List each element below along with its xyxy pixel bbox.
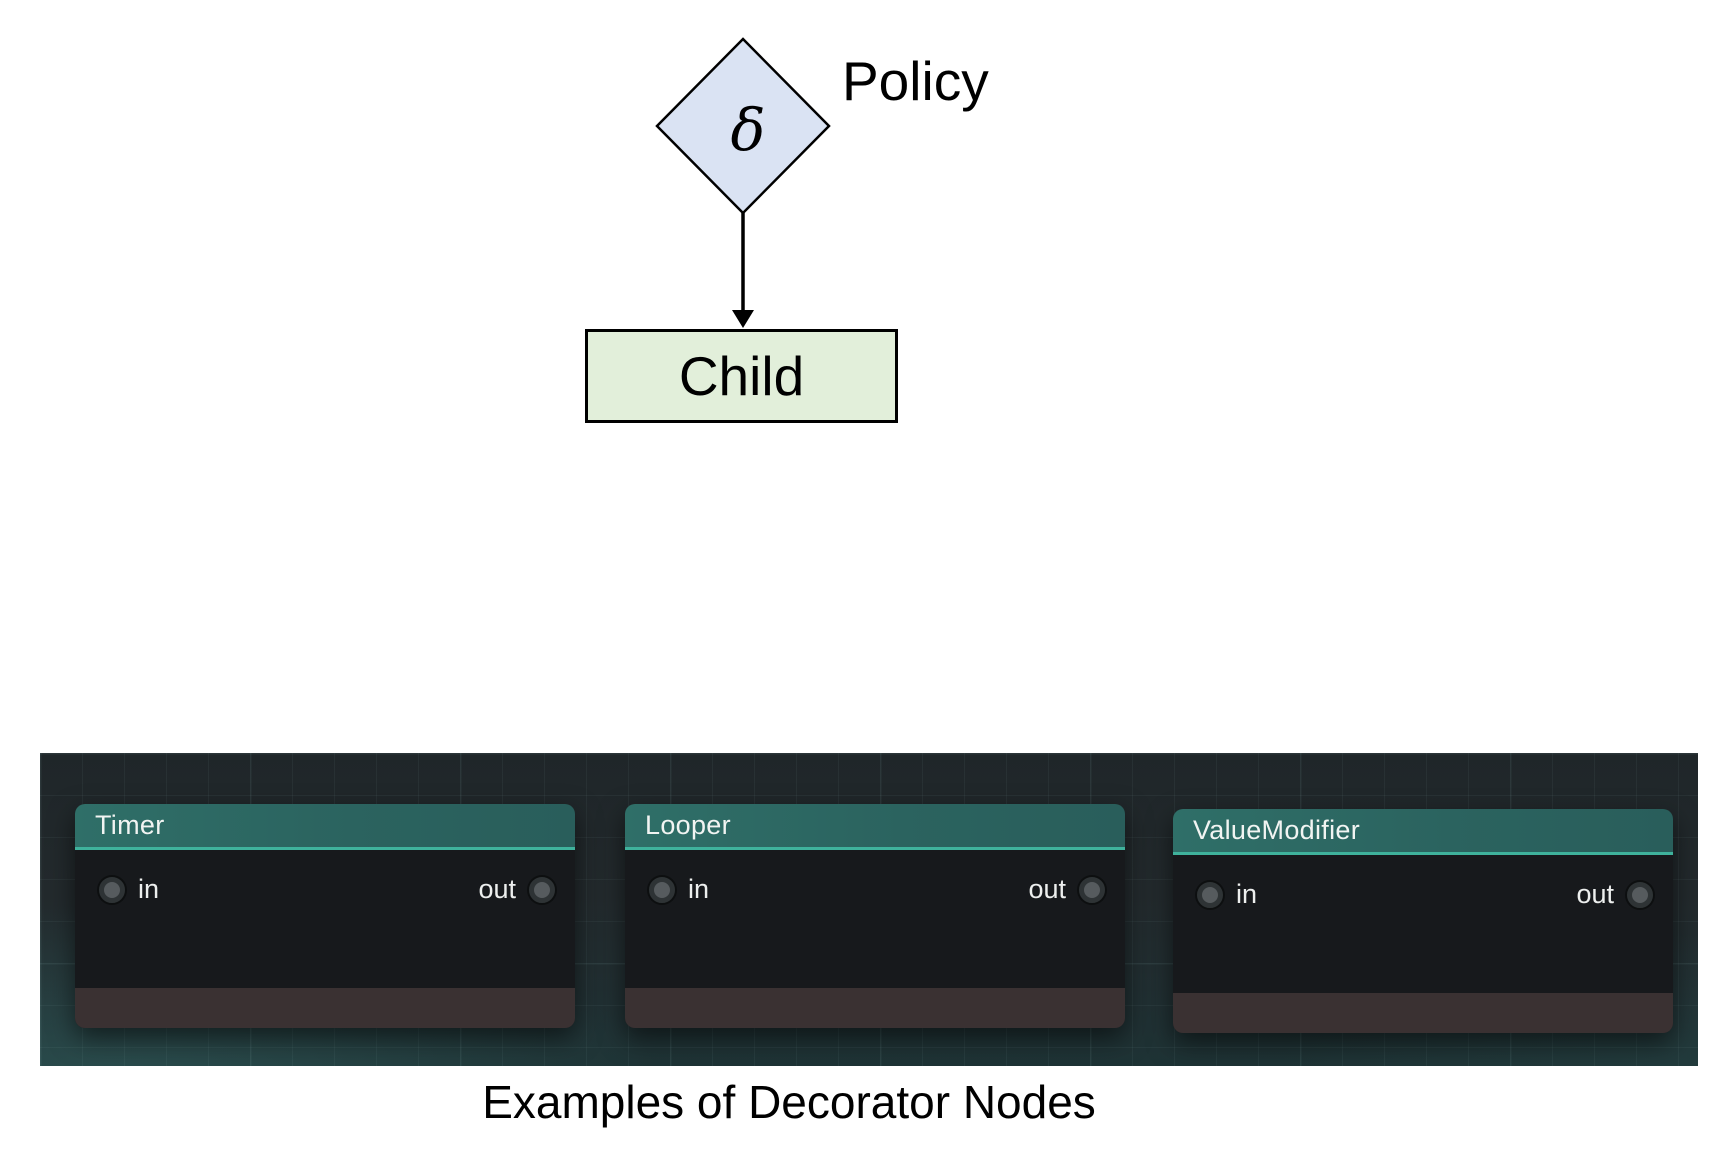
port-in-dot-icon[interactable] <box>1197 881 1223 908</box>
node-timer-body: in out <box>75 850 575 988</box>
port-in[interactable]: in <box>649 876 709 903</box>
port-out-dot-icon[interactable] <box>1079 876 1105 903</box>
port-out[interactable]: out <box>1576 881 1653 908</box>
node-title: ValueModifier <box>1193 815 1360 845</box>
node-looper-footer <box>625 988 1125 1028</box>
policy-diamond-symbol: δ <box>731 96 766 164</box>
child-node-box: Child <box>585 329 898 423</box>
port-in-label: in <box>1236 879 1258 909</box>
node-looper[interactable]: Looper in out <box>625 804 1125 1028</box>
node-title: Timer <box>95 810 165 840</box>
port-in-dot-icon[interactable] <box>99 876 125 903</box>
port-in-dot-icon[interactable] <box>649 876 675 903</box>
port-out-label: out <box>1028 874 1066 904</box>
port-in[interactable]: in <box>1197 881 1257 908</box>
arrowhead-icon <box>732 310 754 328</box>
port-out[interactable]: out <box>1028 876 1105 903</box>
policy-label: Policy <box>842 50 989 112</box>
node-timer-header[interactable]: Timer <box>75 804 575 850</box>
node-looper-header[interactable]: Looper <box>625 804 1125 850</box>
port-out-dot-icon[interactable] <box>1627 881 1653 908</box>
port-out-label: out <box>478 874 516 904</box>
node-editor-canvas: Timer in out Looper in out <box>40 753 1698 1066</box>
port-in-label: in <box>138 874 160 904</box>
policy-flowchart: δ <box>655 37 831 328</box>
port-out-dot-icon[interactable] <box>529 876 555 903</box>
node-valuemodifier-footer <box>1173 993 1673 1033</box>
port-in-label: in <box>688 874 710 904</box>
node-title: Looper <box>645 810 731 840</box>
port-in[interactable]: in <box>99 876 159 903</box>
node-valuemodifier-body: in out <box>1173 855 1673 993</box>
figure-caption: Examples of Decorator Nodes <box>482 1076 1096 1128</box>
node-valuemodifier-header[interactable]: ValueModifier <box>1173 809 1673 855</box>
node-valuemodifier[interactable]: ValueModifier in out <box>1173 809 1673 1033</box>
node-timer-footer <box>75 988 575 1028</box>
child-label: Child <box>678 344 805 407</box>
node-timer[interactable]: Timer in out <box>75 804 575 1028</box>
port-out[interactable]: out <box>478 876 555 903</box>
port-out-label: out <box>1576 879 1614 909</box>
node-looper-body: in out <box>625 850 1125 988</box>
